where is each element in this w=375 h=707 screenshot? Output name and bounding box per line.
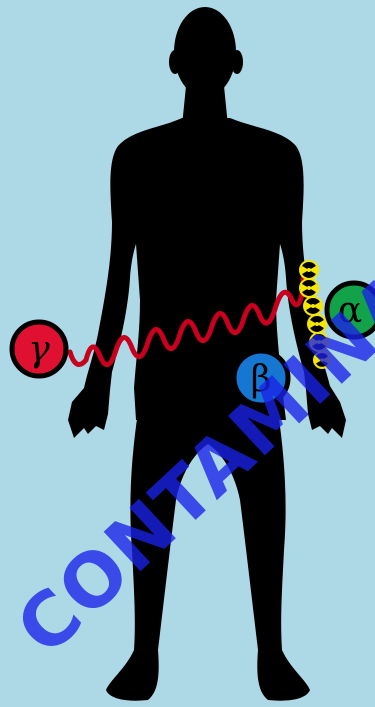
beta-particle: β: [234, 351, 288, 405]
radiation-hazard-icon: [309, 332, 329, 352]
radiation-hazard-icon: [299, 260, 319, 280]
beta-symbol: β: [251, 359, 272, 400]
human-silhouette: [68, 7, 346, 701]
radiation-hazard-icon: [303, 296, 323, 316]
radiation-hazard-icon: [313, 351, 331, 369]
radiation-hazard-icon: [307, 314, 327, 334]
gamma-symbol: γ: [28, 329, 50, 370]
silhouette-legs: [106, 412, 310, 701]
silhouette-ear-right: [231, 50, 243, 74]
alpha-symbol: α: [338, 290, 362, 331]
silhouette-ear-left: [169, 50, 181, 74]
alpha-particle: α: [327, 283, 375, 337]
gamma-particle: γ: [12, 322, 66, 376]
radiation-hazard-icon: [299, 278, 319, 298]
silhouette-head: [174, 7, 236, 97]
